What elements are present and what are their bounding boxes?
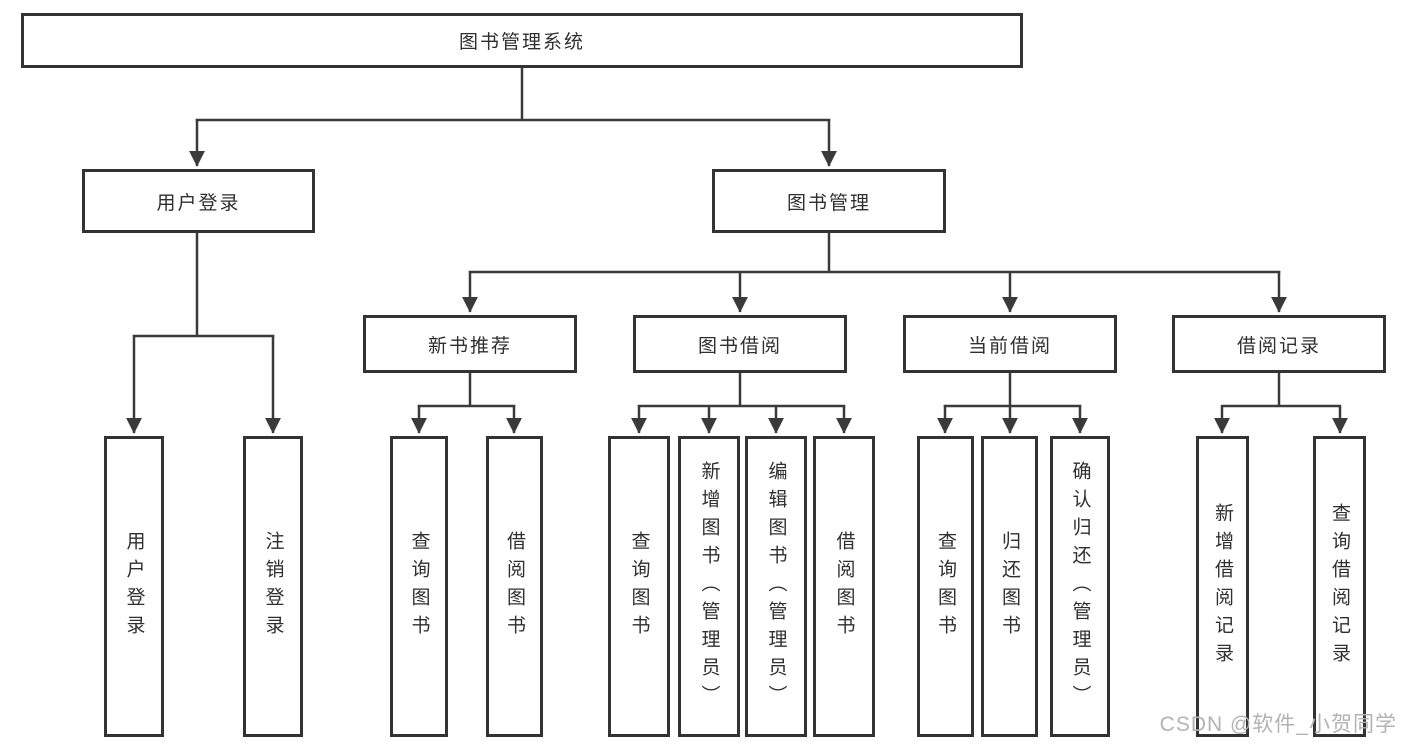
node-system-root: 图书管理系统 xyxy=(21,13,1023,68)
node-label: 查询图书 xyxy=(935,530,956,643)
node-label: 用户登录 xyxy=(156,192,241,214)
leaf-borrow-books-2: 借阅图书 xyxy=(813,436,875,737)
leaf-add-borrow-record: 新增借阅记录 xyxy=(1196,436,1249,737)
node-current-borrowing: 当前借阅 xyxy=(903,315,1117,373)
node-label: 图书借阅 xyxy=(697,335,782,357)
node-label: 图书管理 xyxy=(786,192,871,214)
node-book-borrowing: 图书借阅 xyxy=(633,315,847,373)
connector-bookmgmt-to-level3 xyxy=(461,233,1288,313)
node-label: 借阅图书 xyxy=(833,530,855,643)
node-label: 确认归还（管理员） xyxy=(1069,460,1091,713)
node-user-login: 用户登录 xyxy=(82,169,315,233)
connector-records-to-leaves xyxy=(1213,373,1349,434)
node-label: 新增借阅记录 xyxy=(1212,502,1233,671)
node-label: 用户登录 xyxy=(123,530,145,643)
leaf-add-books-admin: 新增图书（管理员） xyxy=(678,436,740,737)
leaf-user-login: 用户登录 xyxy=(104,436,164,737)
node-label: 注销登录 xyxy=(262,530,284,643)
leaf-query-borrow-record: 查询借阅记录 xyxy=(1313,436,1366,737)
node-label: 查询借阅记录 xyxy=(1329,502,1350,671)
connector-newbooks-to-leaves xyxy=(410,373,523,434)
connector-current-to-leaves xyxy=(936,373,1089,434)
leaf-query-books-3: 查询图书 xyxy=(917,436,974,737)
node-label: 当前借阅 xyxy=(967,335,1052,357)
node-new-book-recommend: 新书推荐 xyxy=(363,315,577,373)
csdn-watermark: CSDN @软件_小贺同学 xyxy=(1159,713,1397,736)
node-label: 查询图书 xyxy=(408,530,430,643)
leaf-confirm-return-admin: 确认归还（管理员） xyxy=(1050,436,1110,737)
leaf-query-books-2: 查询图书 xyxy=(608,436,670,737)
node-label: 查询图书 xyxy=(628,530,650,643)
node-label: 图书管理系统 xyxy=(458,32,585,53)
node-label: 编辑图书（管理员） xyxy=(765,460,787,713)
leaf-query-books-1: 查询图书 xyxy=(390,436,448,737)
connector-root-to-level2 xyxy=(188,68,838,167)
node-book-management: 图书管理 xyxy=(712,169,946,233)
connector-borrow-to-leaves xyxy=(630,373,853,434)
node-label: 借阅图书 xyxy=(504,530,525,643)
leaf-logout: 注销登录 xyxy=(243,436,303,737)
connector-userlogin-to-leaves xyxy=(125,233,282,434)
node-label: 新书推荐 xyxy=(427,335,512,357)
leaf-borrow-books-1: 借阅图书 xyxy=(486,436,543,737)
node-label: 归还图书 xyxy=(999,530,1020,643)
leaf-edit-books-admin: 编辑图书（管理员） xyxy=(745,436,807,737)
node-label: 借阅记录 xyxy=(1236,335,1321,357)
node-borrowing-records: 借阅记录 xyxy=(1172,315,1386,373)
node-label: 新增图书（管理员） xyxy=(698,460,720,713)
leaf-return-books: 归还图书 xyxy=(981,436,1038,737)
